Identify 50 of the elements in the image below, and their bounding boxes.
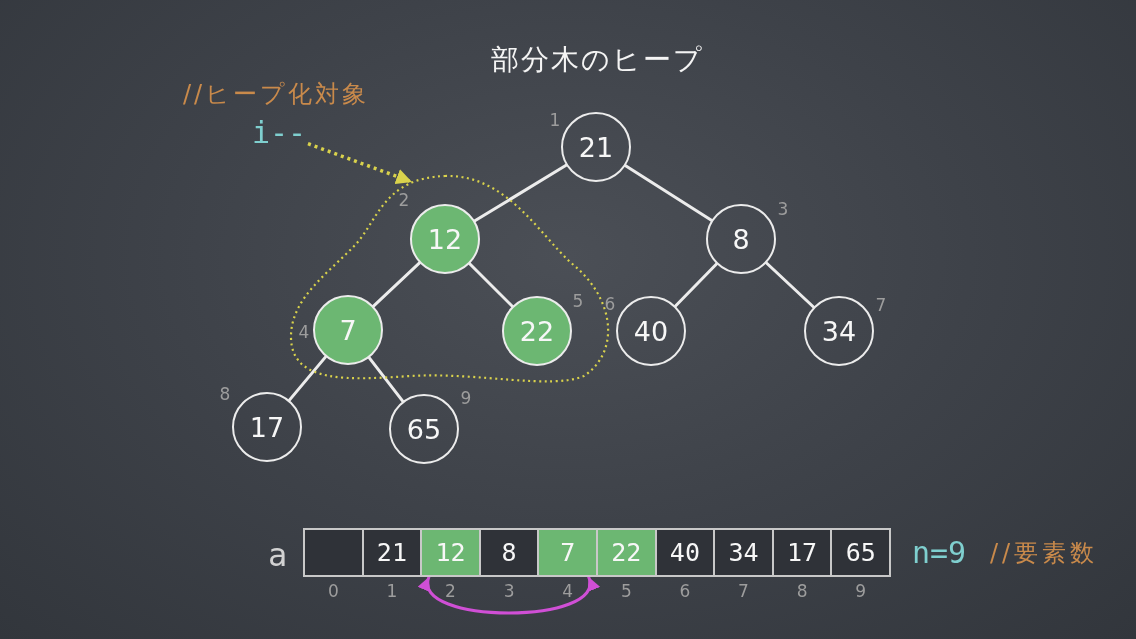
array-cell: 17 (771, 528, 833, 577)
array-cell: 65 (830, 528, 891, 577)
index-label: 1 (385, 580, 399, 602)
array-cell: 12 (420, 528, 481, 577)
index-label: 6 (678, 580, 692, 602)
tree-edge-line (287, 355, 328, 402)
tree-node-circle: 40 (616, 296, 686, 366)
array-cell: 34 (713, 528, 774, 577)
code-text: i-- (250, 115, 308, 151)
index-label: 1 (548, 109, 562, 131)
index-label: 8 (218, 383, 232, 405)
array-cell: 40 (654, 528, 716, 577)
index-label: 5 (619, 580, 633, 602)
tree-node-circle: 8 (706, 204, 776, 274)
index-label: 4 (561, 580, 575, 602)
tree-node-circle: 17 (232, 392, 302, 462)
index-label: 9 (854, 580, 868, 602)
title: 部分木のヒープ (490, 43, 704, 77)
array-cell: 8 (478, 528, 540, 577)
tree-edge-line (765, 261, 815, 309)
comment-text: //ヒープ化対象 (183, 80, 370, 109)
dotted-arrow (307, 142, 413, 184)
comment-text: //要素数 (990, 539, 1099, 568)
index-label: 6 (603, 293, 617, 315)
index-label: 2 (397, 189, 411, 211)
index-label: 3 (502, 580, 516, 602)
index-label: 7 (737, 580, 750, 602)
array-cell: 21 (361, 528, 423, 577)
index-label: 3 (776, 198, 790, 220)
array-cell: 7 (537, 528, 598, 577)
index-label: 4 (297, 321, 311, 343)
index-label: 0 (326, 580, 340, 602)
tree-node-circle: 65 (389, 394, 459, 464)
index-label: 7 (874, 294, 888, 316)
index-label: 2 (444, 580, 457, 602)
array-cell: 22 (596, 528, 657, 577)
tree-edge-line (372, 261, 421, 308)
tree-node-circle: 21 (561, 112, 631, 182)
tree-edge-line (674, 262, 718, 308)
tree-edge-line (367, 356, 405, 403)
tree-edge-line (468, 262, 514, 308)
index-label: 5 (571, 290, 585, 312)
index-label: 9 (459, 387, 473, 409)
array-name: a (268, 536, 288, 575)
curved-arrow (421, 575, 597, 615)
tree-edge-line (473, 163, 568, 223)
tree-node-circle: 34 (804, 296, 874, 366)
index-label: 8 (795, 580, 809, 602)
tree-edge-line (624, 164, 713, 222)
count-text: n=9 (912, 535, 967, 571)
